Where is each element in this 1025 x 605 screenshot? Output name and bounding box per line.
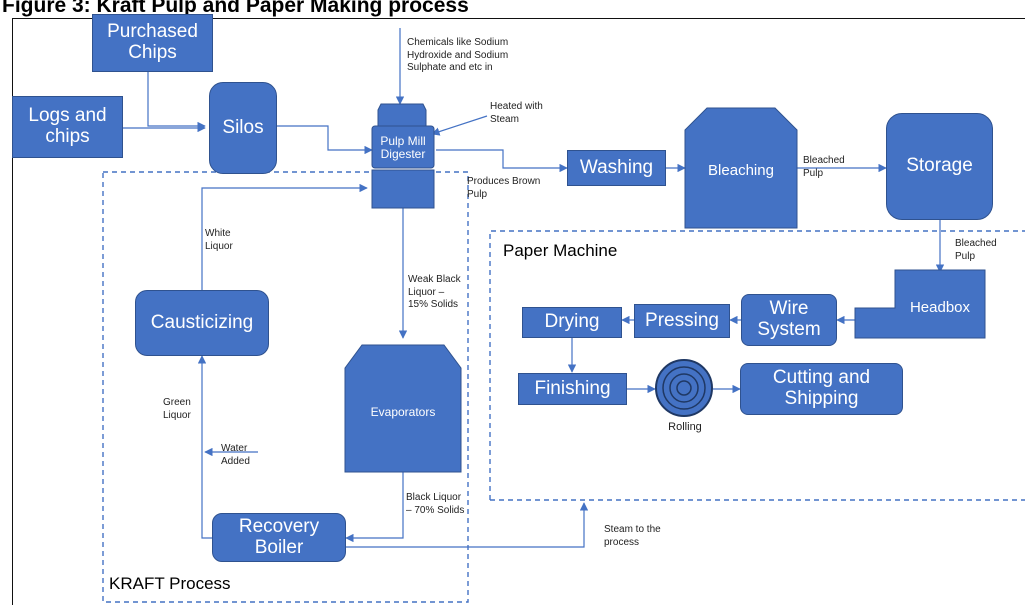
rolling-ring-4 [676,380,692,396]
silos-node: Silos [209,82,277,174]
connector-digester-washing [436,149,568,173]
digester-top-shape [377,103,427,129]
pressing-node: Pressing [634,304,730,338]
connector-steam [346,502,589,548]
evaporators-node: Evaporators [370,405,436,419]
washing-node: Washing [567,150,666,186]
heated-steam-label: Heated with Steam [490,101,543,125]
paper-machine-region-label: Paper Machine [503,241,618,260]
paper-region-border [489,230,1025,501]
evaporators-tank-shape [344,344,462,473]
connector-causticizing-digester [201,183,368,290]
steam-process-label: Steam to the process [604,524,661,548]
figure-frame [12,18,1025,605]
white-liquor-label: White Liquor [205,228,233,252]
weak-black-liquor-label: Weak Black Liquor – 15% Solids [408,274,461,310]
digester-body-shape [371,125,435,169]
recovery-boiler-node: Recovery Boiler [212,513,346,562]
figure-title: Figure 3: Kraft Pulp and Paper Making pr… [2,0,469,17]
bleached-pulp-label-2: Bleached Pulp [955,238,997,262]
cutting-shipping-node: Cutting and Shipping [740,363,903,415]
water-added-label: Water Added [221,443,250,467]
bleaching-node: Bleaching [708,161,774,179]
connector-boiler-causticizing [197,355,212,539]
headbox-shape [854,269,986,339]
purchased-chips-node: Purchased Chips [92,14,213,72]
kraft-region-label: KRAFT Process [109,574,231,593]
bleached-pulp-label-1: Bleached Pulp [803,155,845,179]
logs-and-chips-node: Logs and chips [12,96,123,158]
storage-node: Storage [886,113,993,220]
causticizing-node: Causticizing [135,290,269,356]
kraft-region-border [102,171,469,603]
bleaching-tank-shape [684,107,798,229]
chemicals-label: Chemicals like Sodium Hydroxide and Sodi… [407,37,509,73]
rolling-ring-2 [662,366,706,410]
finishing-node: Finishing [518,373,627,405]
rolling-ring-3 [669,373,699,403]
wire-system-node: Wire System [741,294,837,346]
headbox-node: Headbox [909,298,971,316]
connector-evaporators-boiler [345,472,404,543]
digester-node: Pulp Mill Digester [380,133,426,161]
black-liquor-label: Black Liquor – 70% Solids [406,492,465,516]
connector-silos-digester [276,125,373,155]
connector-chips-silos [147,68,206,131]
connector-heat [431,115,488,136]
drying-node: Drying [522,307,622,338]
rolling-outer-ring [655,359,713,417]
rolling-label: Rolling [668,421,702,433]
green-liquor-label: Green Liquor [163,397,191,421]
brown-pulp-label: Produces Brown Pulp [467,176,541,200]
digester-base-shape [371,169,435,209]
